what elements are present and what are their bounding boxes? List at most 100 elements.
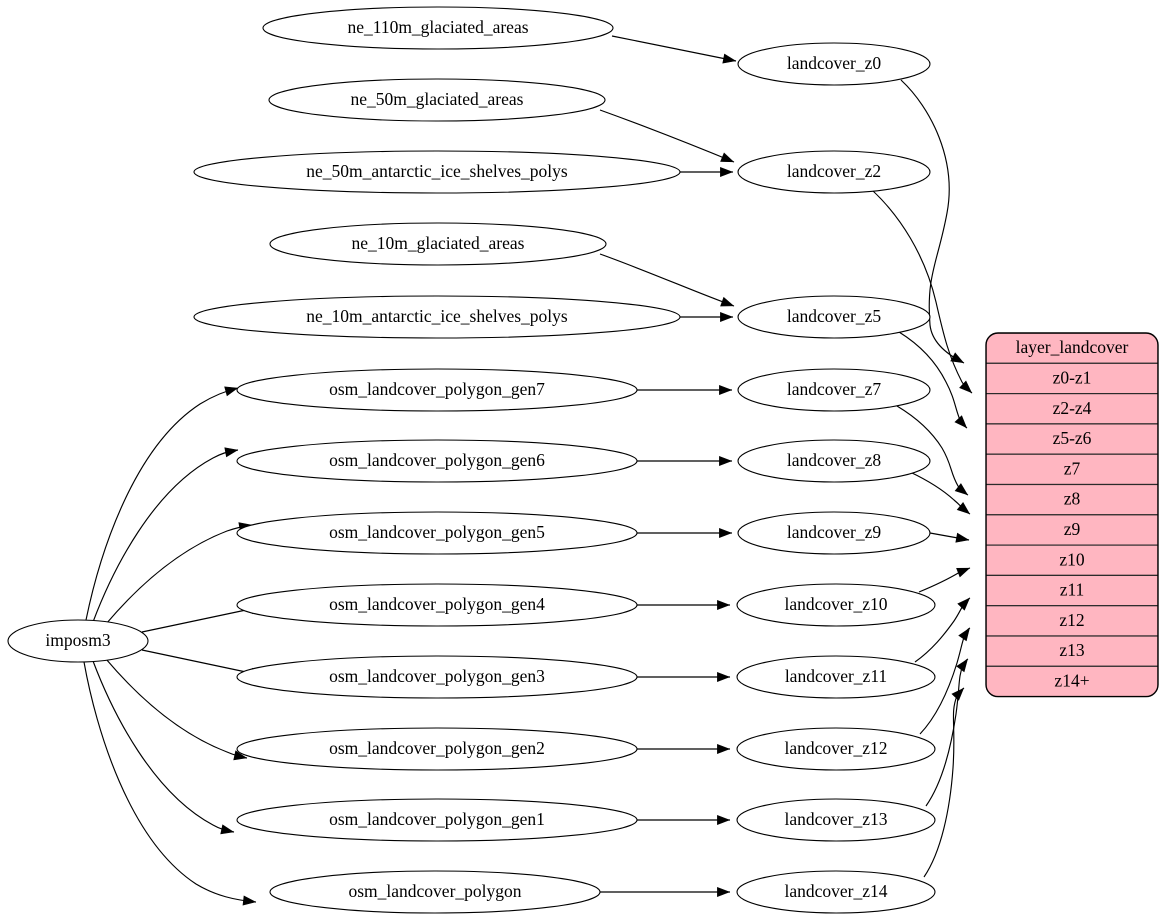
node-osm_landcover_polygon_gen5[interactable]: osm_landcover_polygon_gen5 xyxy=(236,511,638,555)
edge-osm_landcover_polygon_gen1-to-landcover_z13 xyxy=(637,814,731,826)
node-osm_landcover_polygon_gen7[interactable]: osm_landcover_polygon_gen7 xyxy=(236,368,638,412)
node-osm_landcover_polygon_gen1[interactable]: osm_landcover_polygon_gen1 xyxy=(236,798,638,842)
edge-arrowhead xyxy=(956,502,971,515)
edge-osm_landcover_polygon_gen6-to-landcover_z8 xyxy=(637,455,733,467)
edge-arrowhead xyxy=(224,386,239,397)
edge-line xyxy=(900,79,965,364)
table-row-1[interactable]: z2-z4 xyxy=(986,393,1158,425)
edge-arrowhead xyxy=(959,380,973,394)
edge-landcover_z5-to-table_row_2 xyxy=(898,331,968,429)
node-osm_landcover_polygon_gen6[interactable]: osm_landcover_polygon_gen6 xyxy=(236,439,638,483)
node-osm_landcover_polygon_gen2[interactable]: osm_landcover_polygon_gen2 xyxy=(236,727,638,771)
table-row-8[interactable]: z12 xyxy=(986,605,1158,637)
node-landcover_z12[interactable]: landcover_z12 xyxy=(736,727,936,771)
edge-osm_landcover_polygon_gen5-to-landcover_z9 xyxy=(637,527,733,539)
edge-imposm3-to-osm_landcover_polygon_gen7 xyxy=(85,386,239,621)
edge-arrowhead xyxy=(950,352,965,364)
edge-landcover_z13-to-table_row_9 xyxy=(925,658,969,807)
node-ellipse xyxy=(736,727,936,771)
table-row-cell xyxy=(986,423,1158,455)
node-ellipse xyxy=(736,655,936,699)
node-osm_landcover_polygon_gen3[interactable]: osm_landcover_polygon_gen3 xyxy=(236,655,638,699)
edge-arrowhead xyxy=(955,532,970,543)
node-ellipse xyxy=(737,42,931,86)
node-landcover_z0[interactable]: landcover_z0 xyxy=(737,42,931,86)
table-row-10[interactable]: z14+ xyxy=(986,665,1158,697)
edge-arrowhead xyxy=(956,567,971,578)
edge-arrowhead xyxy=(719,455,733,467)
node-ne_10m_glaciated_areas[interactable]: ne_10m_glaciated_areas xyxy=(269,222,607,266)
node-landcover_z10[interactable]: landcover_z10 xyxy=(736,583,936,627)
node-ellipse xyxy=(7,619,149,663)
table-row-cell xyxy=(986,362,1158,395)
node-landcover_z5[interactable]: landcover_z5 xyxy=(737,295,931,339)
node-ne_50m_glaciated_areas[interactable]: ne_50m_glaciated_areas xyxy=(268,78,606,122)
table-row-cell xyxy=(986,574,1158,607)
node-landcover_z8[interactable]: landcover_z8 xyxy=(737,439,931,483)
edge-ne_50m_glaciated_areas-to-landcover_z2 xyxy=(599,109,735,163)
node-landcover_z14[interactable]: landcover_z14 xyxy=(736,870,936,914)
node-ne_110m_glaciated_areas[interactable]: ne_110m_glaciated_areas xyxy=(262,6,614,50)
edge-arrowhead xyxy=(719,384,733,396)
table-row-cell xyxy=(986,514,1158,546)
edge-landcover_z10-to-table_row_6 xyxy=(918,567,971,593)
edge-landcover_z12-to-table_row_8 xyxy=(919,627,971,735)
edge-ne_50m_antarctic_ice_shelves_polys-to-landcover_z2 xyxy=(680,166,734,178)
node-landcover_z9[interactable]: landcover_z9 xyxy=(737,511,931,555)
edge-line xyxy=(923,687,965,878)
edge-arrowhead xyxy=(242,895,257,906)
node-ellipse xyxy=(736,583,936,627)
edge-landcover_z11-to-table_row_7 xyxy=(914,597,971,663)
table-row-5[interactable]: z9 xyxy=(986,514,1158,546)
edge-arrowhead xyxy=(719,527,733,539)
table-row-2[interactable]: z5-z6 xyxy=(986,423,1158,455)
node-ellipse xyxy=(268,78,606,122)
edge-arrowhead xyxy=(722,53,737,64)
edge-line xyxy=(611,35,737,62)
node-landcover_z13[interactable]: landcover_z13 xyxy=(736,798,936,842)
table-row-6[interactable]: z10 xyxy=(986,544,1158,576)
table-header-row[interactable]: layer_landcover xyxy=(986,333,1158,364)
edge-landcover_z9-to-table_row_5 xyxy=(929,532,970,543)
edge-arrowhead xyxy=(720,296,735,307)
edge-landcover_z7-to-table_row_3 xyxy=(896,405,969,496)
edge-osm_landcover_polygon-to-landcover_z14 xyxy=(600,886,731,898)
table-row-4[interactable]: z8 xyxy=(986,483,1158,516)
node-osm_landcover_polygon_gen4[interactable]: osm_landcover_polygon_gen4 xyxy=(236,583,638,627)
edge-osm_landcover_polygon_gen2-to-landcover_z12 xyxy=(637,743,731,755)
node-ellipse xyxy=(737,295,931,339)
edge-imposm3-to-osm_landcover_polygon_gen6 xyxy=(92,447,239,623)
edge-arrowhead xyxy=(720,166,734,178)
edge-imposm3-to-osm_landcover_polygon_gen5 xyxy=(105,522,253,625)
table-row-9[interactable]: z13 xyxy=(986,635,1158,667)
table-row-cell xyxy=(986,635,1158,667)
table-row-7[interactable]: z11 xyxy=(986,574,1158,607)
table-outline xyxy=(985,332,1159,698)
node-ne_10m_antarctic_ice_shelves_polys[interactable]: ne_10m_antarctic_ice_shelves_polys xyxy=(193,295,681,339)
node-landcover_z7[interactable]: landcover_z7 xyxy=(737,368,931,412)
edge-arrowhead xyxy=(954,415,968,429)
edge-arrowhead xyxy=(233,750,248,761)
node-ellipse xyxy=(736,870,936,914)
edge-arrowhead xyxy=(220,824,235,835)
edge-ne_10m_antarctic_ice_shelves_polys-to-landcover_z5 xyxy=(680,311,734,323)
table-row-cell xyxy=(986,453,1158,486)
edge-line xyxy=(871,189,973,394)
node-ne_50m_antarctic_ice_shelves_polys[interactable]: ne_50m_antarctic_ice_shelves_polys xyxy=(193,150,681,194)
node-ellipse xyxy=(737,150,931,194)
edge-line xyxy=(85,387,239,621)
table-row-cell xyxy=(986,665,1158,697)
table-row-0[interactable]: z0-z1 xyxy=(986,362,1158,395)
edge-arrowhead xyxy=(717,886,731,898)
edge-arrowhead xyxy=(957,597,971,611)
node-landcover_z11[interactable]: landcover_z11 xyxy=(736,655,936,699)
node-osm_landcover_polygon[interactable]: osm_landcover_polygon xyxy=(269,870,601,914)
edge-line xyxy=(105,658,248,759)
node-imposm3[interactable]: imposm3 xyxy=(7,619,149,663)
edge-arrowhead xyxy=(224,447,239,458)
table-row-3[interactable]: z7 xyxy=(986,453,1158,486)
table-row-cell xyxy=(986,483,1158,516)
node-landcover_z2[interactable]: landcover_z2 xyxy=(737,150,931,194)
layer-landcover-table: layer_landcoverz0-z1z2-z4z5-z6z7z8z9z10z… xyxy=(985,332,1159,698)
